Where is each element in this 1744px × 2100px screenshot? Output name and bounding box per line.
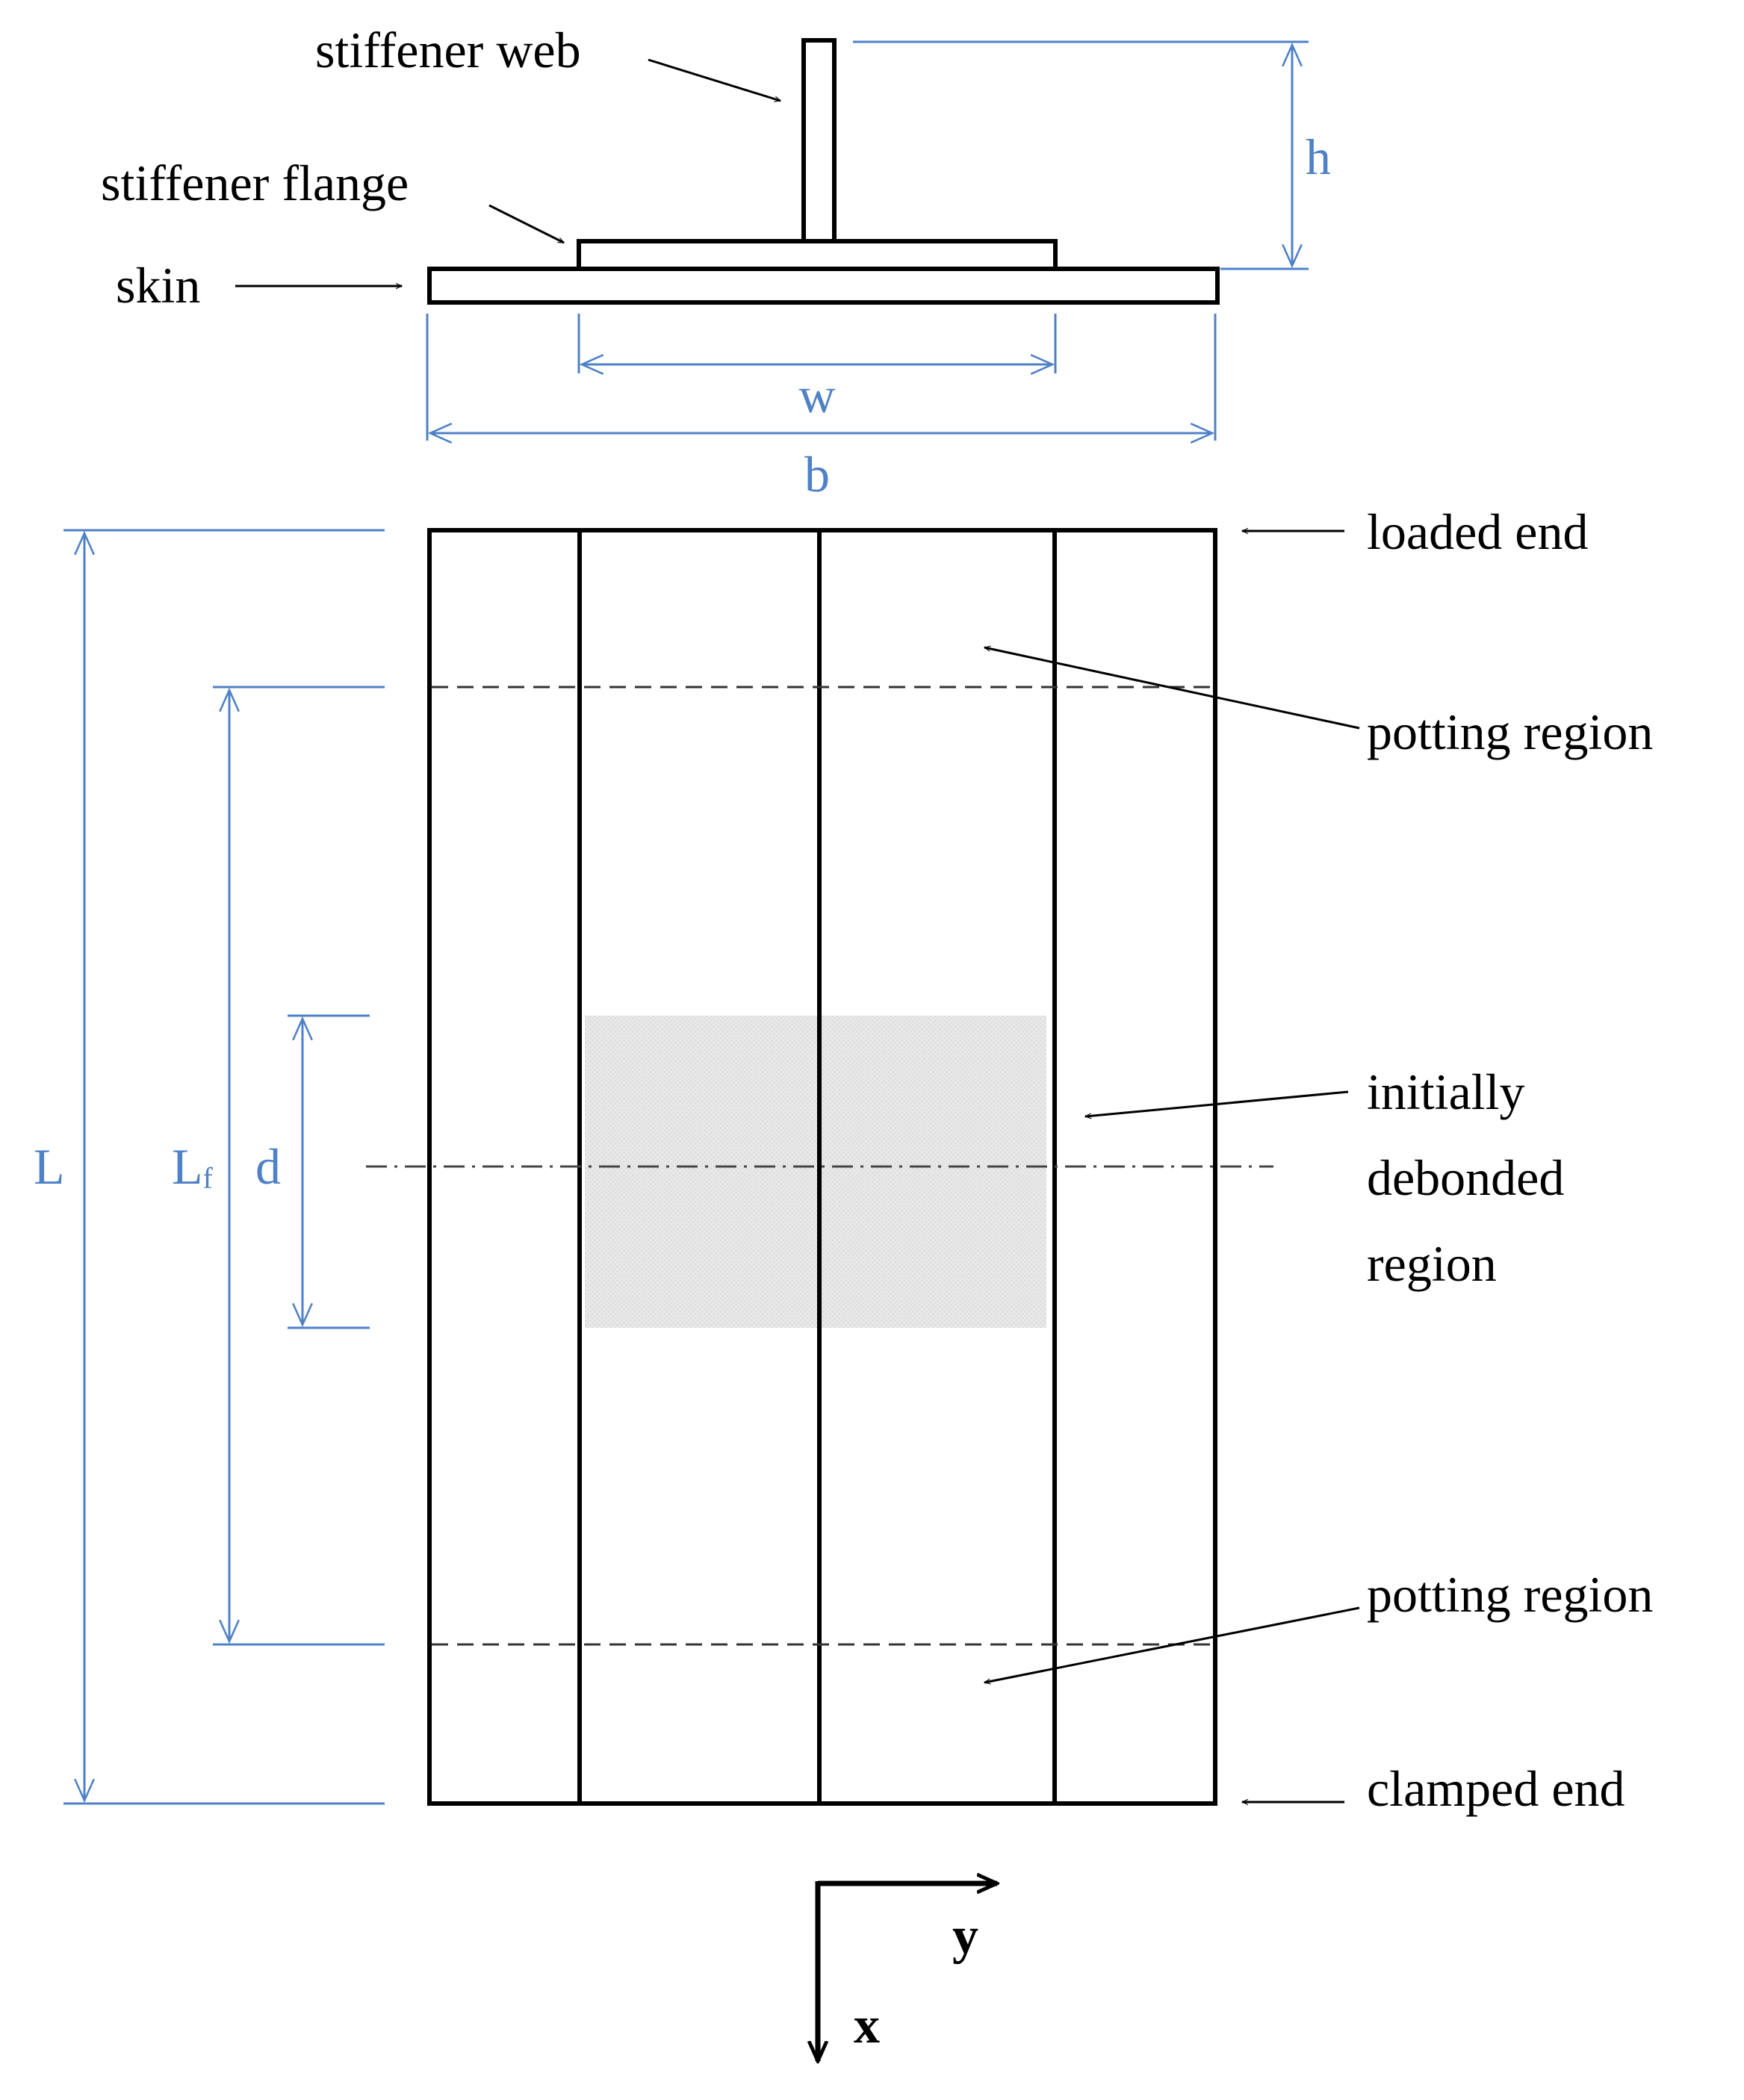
y-axis-label: y <box>952 1907 978 1965</box>
potting-region-top-label: potting region <box>1367 703 1653 760</box>
debonded-region <box>585 1016 1046 1328</box>
Lf-label: Lf <box>172 1138 214 1195</box>
panel-outline <box>427 528 1217 1806</box>
plan-view: loaded end potting region initially debo… <box>34 503 1653 1817</box>
stiffener-flange-pointer <box>488 204 564 244</box>
Lf-label-main: L <box>172 1138 203 1195</box>
stiffener-flange-label: stiffener flange <box>101 155 409 211</box>
potting-top-pointer <box>984 647 1360 730</box>
x-axis-label: x <box>854 1997 880 2054</box>
Lf-label-subscript: f <box>203 1161 214 1195</box>
stiffener-web-pointer <box>648 58 781 101</box>
debond-pointer <box>1085 1090 1349 1116</box>
potting-region-bottom-label: potting region <box>1367 1566 1653 1623</box>
clamped-end-label: clamped end <box>1367 1760 1625 1817</box>
potting-bottom-pointer <box>984 1606 1360 1683</box>
L-label: L <box>34 1138 65 1195</box>
skin-plate <box>427 267 1220 305</box>
loaded-end-label: loaded end <box>1367 503 1588 560</box>
cross-section: stiffener web stiffener flange skin h w … <box>101 22 1331 503</box>
w-label: w <box>798 367 835 423</box>
skin-label: skin <box>116 257 200 314</box>
debonded-region-label-2: debonded <box>1367 1149 1564 1206</box>
d-label: d <box>255 1138 281 1195</box>
stiffener-web <box>801 38 837 243</box>
b-label: b <box>804 446 830 503</box>
h-label: h <box>1306 128 1331 185</box>
debonded-region-label-3: region <box>1367 1235 1497 1292</box>
stiffener-web-label: stiffener web <box>315 22 581 78</box>
coordinate-axes: y x <box>818 1881 997 2061</box>
debonded-region-label-1: initially <box>1367 1063 1525 1120</box>
stiffener-flange <box>577 239 1058 271</box>
